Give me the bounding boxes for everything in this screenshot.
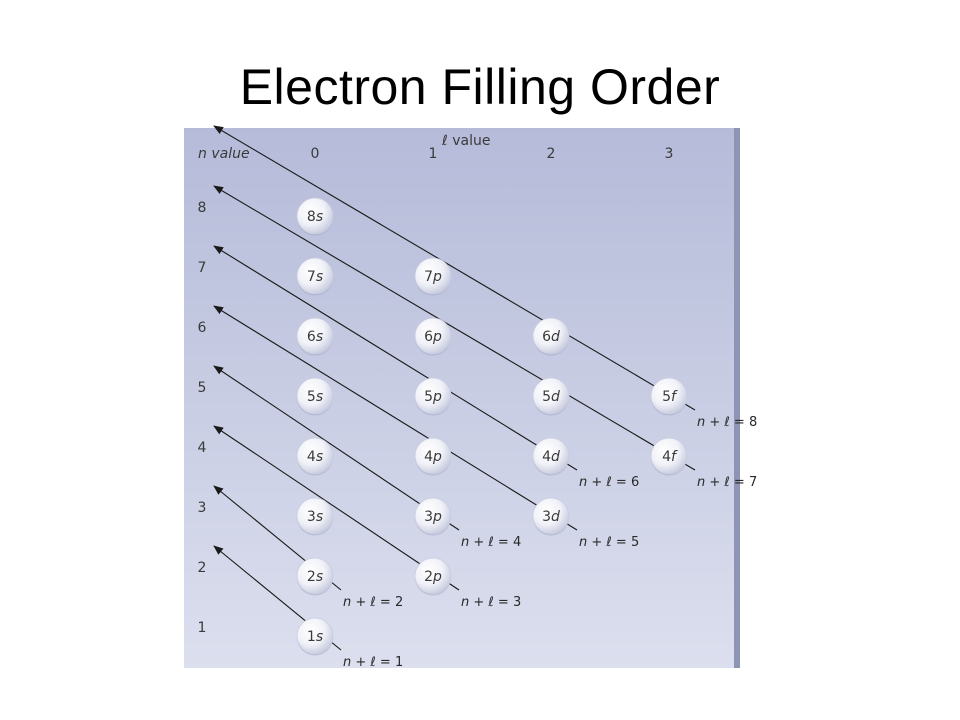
orbital-label: 6p (424, 329, 442, 345)
arrow-sum-4 (213, 365, 460, 531)
orbital-5f: 5f (650, 377, 688, 416)
sum-label-4: n + ℓ = 4 (461, 535, 521, 550)
orbital-5d: 5d (532, 377, 570, 416)
orbital-2s: 2s (296, 557, 334, 596)
l-tick-0: 0 (311, 146, 320, 162)
l-tick-1: 1 (429, 146, 438, 162)
orbital-4p: 4p (414, 437, 452, 476)
sum-label-1: n + ℓ = 1 (343, 655, 403, 670)
arrow-sum-3 (213, 425, 460, 591)
n-tick-8: 8 (198, 200, 207, 216)
orbital-label: 7p (424, 269, 442, 285)
orbital-label: 4s (307, 449, 323, 465)
orbital-label: 5d (542, 389, 560, 405)
slide-title: Electron Filling Order (239, 59, 721, 115)
orbital-bubble (296, 497, 334, 535)
orbital-5p: 5p (414, 377, 452, 416)
orbital-bubble (296, 317, 334, 355)
orbital-bubble (532, 317, 570, 355)
arrow-sum-8 (213, 125, 696, 411)
orbital-label: 2s (307, 569, 323, 585)
n-tick-1: 1 (198, 620, 207, 636)
orbital-6s: 6s (296, 317, 334, 356)
orbital-bubble (650, 377, 688, 415)
orbital-bubble (296, 557, 334, 595)
orbital-6p: 6p (414, 317, 452, 356)
sum-label-2: n + ℓ = 2 (343, 595, 403, 610)
n-axis-label: n value (198, 146, 250, 162)
sum-label-5: n + ℓ = 5 (579, 535, 639, 550)
orbital-7s: 7s (296, 257, 334, 296)
n-tick-4: 4 (198, 440, 207, 456)
orbital-label: 5f (662, 389, 678, 405)
orbital-label: 4d (542, 449, 560, 465)
arrow-sum-6 (213, 245, 578, 471)
orbital-bubble (414, 377, 452, 415)
l-axis-ticks: 0 1 2 3 (311, 146, 674, 162)
orbital-label: 3s (307, 509, 323, 525)
panel-right-border (734, 128, 740, 668)
sum-labels: n + ℓ = 1 n + ℓ = 2 n + ℓ = 3 n + ℓ = 4 n + … (343, 415, 757, 670)
orbital-bubble (296, 617, 334, 655)
l-tick-3: 3 (665, 146, 674, 162)
sum-label-3: n + ℓ = 3 (461, 595, 521, 610)
orbital-bubble (414, 497, 452, 535)
orbital-bubble (532, 377, 570, 415)
panel-background (184, 128, 740, 668)
orbital-bubble (532, 497, 570, 535)
orbital-bubble (414, 257, 452, 295)
orbital-label: 3p (424, 509, 442, 525)
orbital-label: 3d (542, 509, 560, 525)
orbital-bubble (532, 437, 570, 475)
arrow-sum-7 (213, 185, 696, 471)
orbital-bubble (414, 317, 452, 355)
n-tick-2: 2 (198, 560, 207, 576)
orbital-6d: 6d (532, 317, 570, 356)
orbital-2p: 2p (414, 557, 452, 596)
n-tick-5: 5 (198, 380, 207, 396)
n-axis-ticks: 1 2 3 4 5 6 7 8 (198, 200, 207, 636)
sum-label-6: n + ℓ = 6 (579, 475, 639, 490)
orbital-bubble (414, 437, 452, 475)
orbital-5s: 5s (296, 377, 334, 416)
orbital-4s: 4s (296, 437, 334, 476)
orbital-bubble (296, 257, 334, 295)
orbital-3p: 3p (414, 497, 452, 536)
orbital-3s: 3s (296, 497, 334, 536)
orbital-3d: 3d (532, 497, 570, 536)
orbital-bubble (650, 437, 688, 475)
orbital-label: 7s (307, 269, 323, 285)
orbital-label: 4p (424, 449, 442, 465)
orbital-label: 5s (307, 389, 323, 405)
orbital-bubble (414, 557, 452, 595)
orbital-bubble (296, 197, 334, 235)
orbital-label: 5p (424, 389, 442, 405)
l-axis-label: ℓ value (441, 133, 490, 149)
sum-label-8: n + ℓ = 8 (697, 415, 757, 430)
n-tick-6: 6 (198, 320, 207, 336)
orbital-bubbles: 1s 2s 2p 3s 3p 3d 4s 4p 4d 4f 5s 5p 5d 5f 6s 6p 6d 7s 7p 8s (296, 197, 688, 656)
sum-label-7: n + ℓ = 7 (697, 475, 757, 490)
n-tick-3: 3 (198, 500, 207, 516)
diagonal-arrows (213, 125, 696, 651)
orbital-bubble (296, 437, 334, 475)
orbital-7p: 7p (414, 257, 452, 296)
orbital-label: 2p (424, 569, 442, 585)
orbital-4d: 4d (532, 437, 570, 476)
l-tick-2: 2 (547, 146, 556, 162)
orbital-label: 1s (307, 629, 323, 645)
orbital-label: 8s (307, 209, 323, 225)
arrow-sum-5 (213, 305, 578, 531)
orbital-label: 6s (307, 329, 323, 345)
orbital-bubble (296, 377, 334, 415)
orbital-label: 6d (542, 329, 560, 345)
orbital-1s: 1s (296, 617, 334, 656)
n-tick-7: 7 (198, 260, 207, 276)
orbital-4f: 4f (650, 437, 688, 476)
orbital-8s: 8s (296, 197, 334, 236)
orbital-label: 4f (662, 449, 678, 465)
